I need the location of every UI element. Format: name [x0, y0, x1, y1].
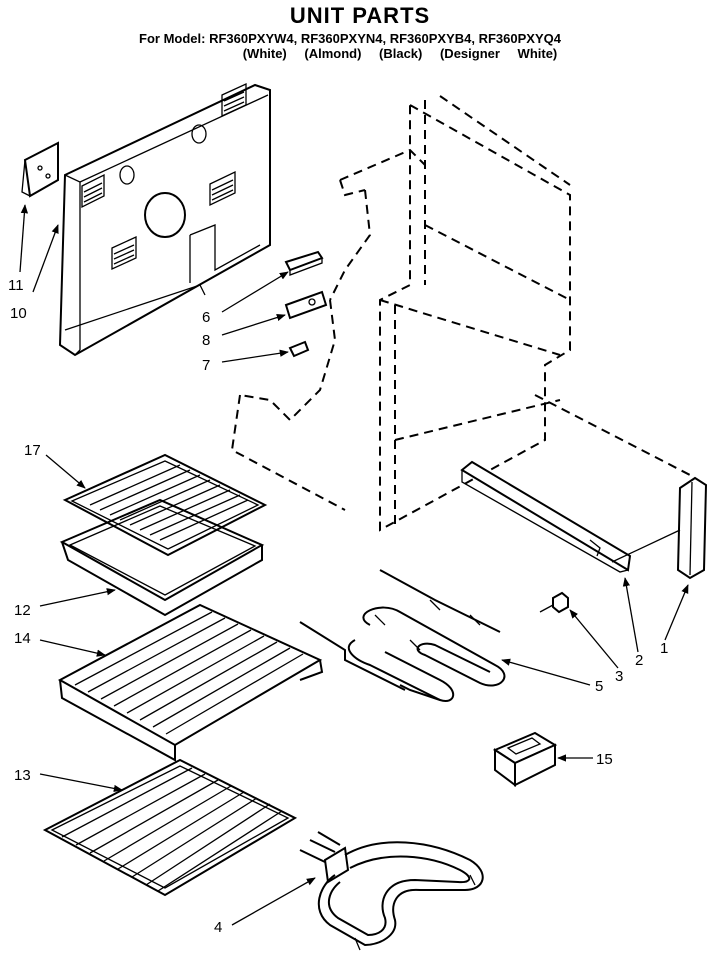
color-variants: (White) (Almond) (Black) (Designer White… — [242, 46, 558, 61]
part-12-broiler-pan — [59, 498, 265, 617]
callout-13: 17 — [24, 442, 41, 459]
part-7-clip — [288, 340, 310, 358]
part-4-bake-element — [299, 831, 484, 951]
callout-11: 11 — [8, 277, 24, 294]
callout-10: 10 — [10, 305, 27, 322]
leader-lines — [19, 204, 689, 926]
callout-4: 4 — [214, 919, 222, 936]
part-13-broiler-grid — [62, 453, 268, 557]
callout-labels: 11 10 6 8 7 17 12 14 13 4 5 3 2 1 15 — [8, 277, 668, 936]
callout-7: 7 — [202, 357, 210, 374]
callout-17: 15 — [596, 751, 613, 768]
callout-1: 1 — [660, 640, 668, 657]
part-3-clip — [552, 591, 569, 614]
part-14-oven-rack — [42, 758, 298, 897]
range-body-outline — [230, 95, 691, 532]
model-list: For Model: RF360PXYW4, RF360PXYN4, RF360… — [139, 31, 561, 46]
part-1-side-trim — [676, 476, 708, 580]
part-5-broil-element — [299, 569, 506, 702]
callout-12: 12 — [14, 602, 31, 619]
part-11-bracket — [21, 141, 59, 198]
callout-14: 13 — [14, 767, 31, 784]
part-10-rear-panel — [58, 82, 271, 357]
part-6-terminal-block — [284, 250, 324, 276]
part-15-oven-rack — [57, 603, 324, 762]
callout-8: 8 — [202, 332, 210, 349]
callout-2: 2 — [635, 652, 643, 669]
part-2-bottom-rail — [460, 460, 632, 573]
callout-6: 6 — [202, 309, 210, 326]
callout-15: 14 — [14, 630, 31, 647]
page-title: UNIT PARTS — [289, 3, 431, 28]
callout-3: 3 — [615, 668, 623, 685]
callout-5: 5 — [595, 678, 603, 695]
part-8-bracket — [284, 290, 328, 320]
part-17-block — [492, 731, 558, 787]
